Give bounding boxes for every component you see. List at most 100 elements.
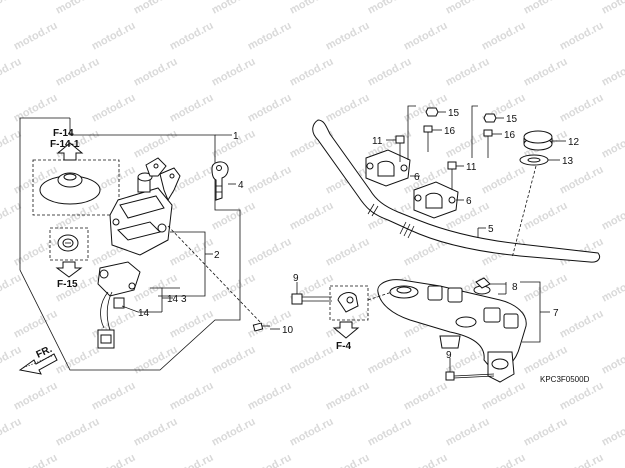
- watermark-text: motod.ru: [12, 452, 60, 468]
- watermark-text: motod.ru: [480, 164, 528, 197]
- ref-f14-1: F-14-1: [50, 139, 80, 150]
- watermark-text: motod.ru: [558, 20, 606, 53]
- watermark-text: motod.ru: [132, 0, 180, 17]
- bolt-11-part: [386, 135, 405, 162]
- watermark-text: motod.ru: [0, 56, 24, 89]
- watermark-text: motod.ru: [600, 344, 625, 377]
- ignition-switch-group: [19, 117, 280, 371]
- cap-12-part: [523, 130, 566, 151]
- watermark-text: motod.ru: [600, 128, 625, 161]
- watermark-text: motod.ru: [402, 92, 450, 125]
- bolt-9-part: [445, 358, 495, 381]
- watermark-text: motod.ru: [366, 416, 414, 449]
- watermark-text: motod.ru: [522, 416, 570, 449]
- watermark-text: motod.ru: [168, 236, 216, 269]
- watermark-text: motod.ru: [210, 0, 258, 17]
- watermark-text: motod.ru: [12, 380, 60, 413]
- switch-keys-part: [145, 157, 181, 202]
- watermark-text: motod.ru: [522, 56, 570, 89]
- callout-6b: 6: [466, 196, 472, 207]
- watermark-text: motod.ru: [54, 0, 102, 17]
- watermark-text: motod.ru: [90, 20, 138, 53]
- watermark-text: motod.ru: [288, 0, 336, 17]
- watermark-text: motod.ru: [522, 0, 570, 17]
- watermark-text: motod.ru: [324, 380, 372, 413]
- ref-f15: F-15: [57, 279, 78, 290]
- callout-13: 13: [562, 156, 574, 167]
- watermark-text: motod.ru: [12, 20, 60, 53]
- callout-2: 2: [214, 250, 220, 261]
- watermark-text: motod.ru: [558, 308, 606, 341]
- watermark-text: motod.ru: [402, 380, 450, 413]
- bolt-16-part: [423, 125, 442, 152]
- callout-16a: 16: [444, 126, 456, 137]
- watermark-text: motod.ru: [210, 56, 258, 89]
- callout-3: 3: [181, 294, 187, 305]
- upper-holder-part: [365, 149, 411, 187]
- callout-11a: 11: [372, 136, 383, 147]
- watermark-text: motod.ru: [558, 380, 606, 413]
- callout-15b: 15: [506, 114, 518, 125]
- watermark-text: motod.ru: [90, 380, 138, 413]
- ignition-switch-part: [109, 172, 173, 256]
- watermark-text: motod.ru: [288, 416, 336, 449]
- watermark-text: motod.ru: [366, 344, 414, 377]
- watermark-text: motod.ru: [324, 20, 372, 53]
- callout-11b: 11: [466, 162, 477, 173]
- watermark-text: motod.ru: [444, 416, 492, 449]
- watermark-text: motod.ru: [12, 236, 60, 269]
- top-bridge-part: [377, 279, 527, 383]
- watermark-text: motod.ru: [600, 272, 625, 305]
- watermark-text: motod.ru: [288, 56, 336, 89]
- callout-14b: 14: [138, 308, 150, 319]
- callout-7: 7: [553, 308, 559, 319]
- watermark-text: motod.ru: [168, 92, 216, 125]
- watermark-text: motod.ru: [54, 344, 102, 377]
- callout-8: 8: [512, 282, 518, 293]
- upper-holder-part-2: [413, 181, 459, 219]
- watermark-text: motod.ru: [168, 452, 216, 468]
- nut-15b-part: [483, 113, 504, 123]
- watermark-text: motod.ru: [402, 20, 450, 53]
- watermark-text: motod.ru: [0, 416, 24, 449]
- nut-15-part: [425, 107, 446, 117]
- watermark-text: motod.ru: [168, 20, 216, 53]
- watermark-text: motod.ru: [12, 308, 60, 341]
- callout-6a: 6: [414, 172, 420, 183]
- arrow-up-icon: [56, 142, 84, 161]
- watermark-text: motod.ru: [522, 200, 570, 233]
- bolt-16b-part: [483, 129, 502, 158]
- washer-13-part: [519, 154, 560, 166]
- watermark-text: motod.ru: [480, 380, 528, 413]
- watermark-text: motod.ru: [444, 56, 492, 89]
- bolt-10-part: [252, 322, 270, 332]
- watermark-text: motod.ru: [54, 416, 102, 449]
- callout-16b: 16: [504, 130, 516, 141]
- arrow-down-f4-icon: [332, 321, 360, 339]
- watermark-text: motod.ru: [246, 164, 294, 197]
- watermark-text: motod.ru: [480, 452, 528, 468]
- watermark-text: motod.ru: [324, 452, 372, 468]
- watermark-text: motod.ru: [558, 92, 606, 125]
- watermark-text: motod.ru: [90, 92, 138, 125]
- watermark-text: motod.ru: [600, 416, 625, 449]
- callout-4: 4: [238, 180, 244, 191]
- watermark-text: motod.ru: [246, 452, 294, 468]
- watermark-text: motod.ru: [600, 200, 625, 233]
- watermark-text: motod.ru: [522, 272, 570, 305]
- ref-f4: F-4: [336, 341, 351, 352]
- watermark-text: motod.ru: [288, 200, 336, 233]
- callout-9b: 9: [446, 350, 452, 361]
- watermark-text: motod.ru: [246, 380, 294, 413]
- watermark-text: motod.ru: [522, 344, 570, 377]
- callout-10: 10: [282, 325, 294, 336]
- watermark-text: motod.ru: [210, 200, 258, 233]
- watermark-text: motod.ru: [366, 56, 414, 89]
- watermark-text: motod.ru: [600, 0, 625, 17]
- watermark-text: motod.ru: [480, 20, 528, 53]
- diagram-code: KPC3F0500D: [540, 375, 590, 384]
- key-cylinder-part: [57, 234, 79, 252]
- watermark-text: motod.ru: [246, 20, 294, 53]
